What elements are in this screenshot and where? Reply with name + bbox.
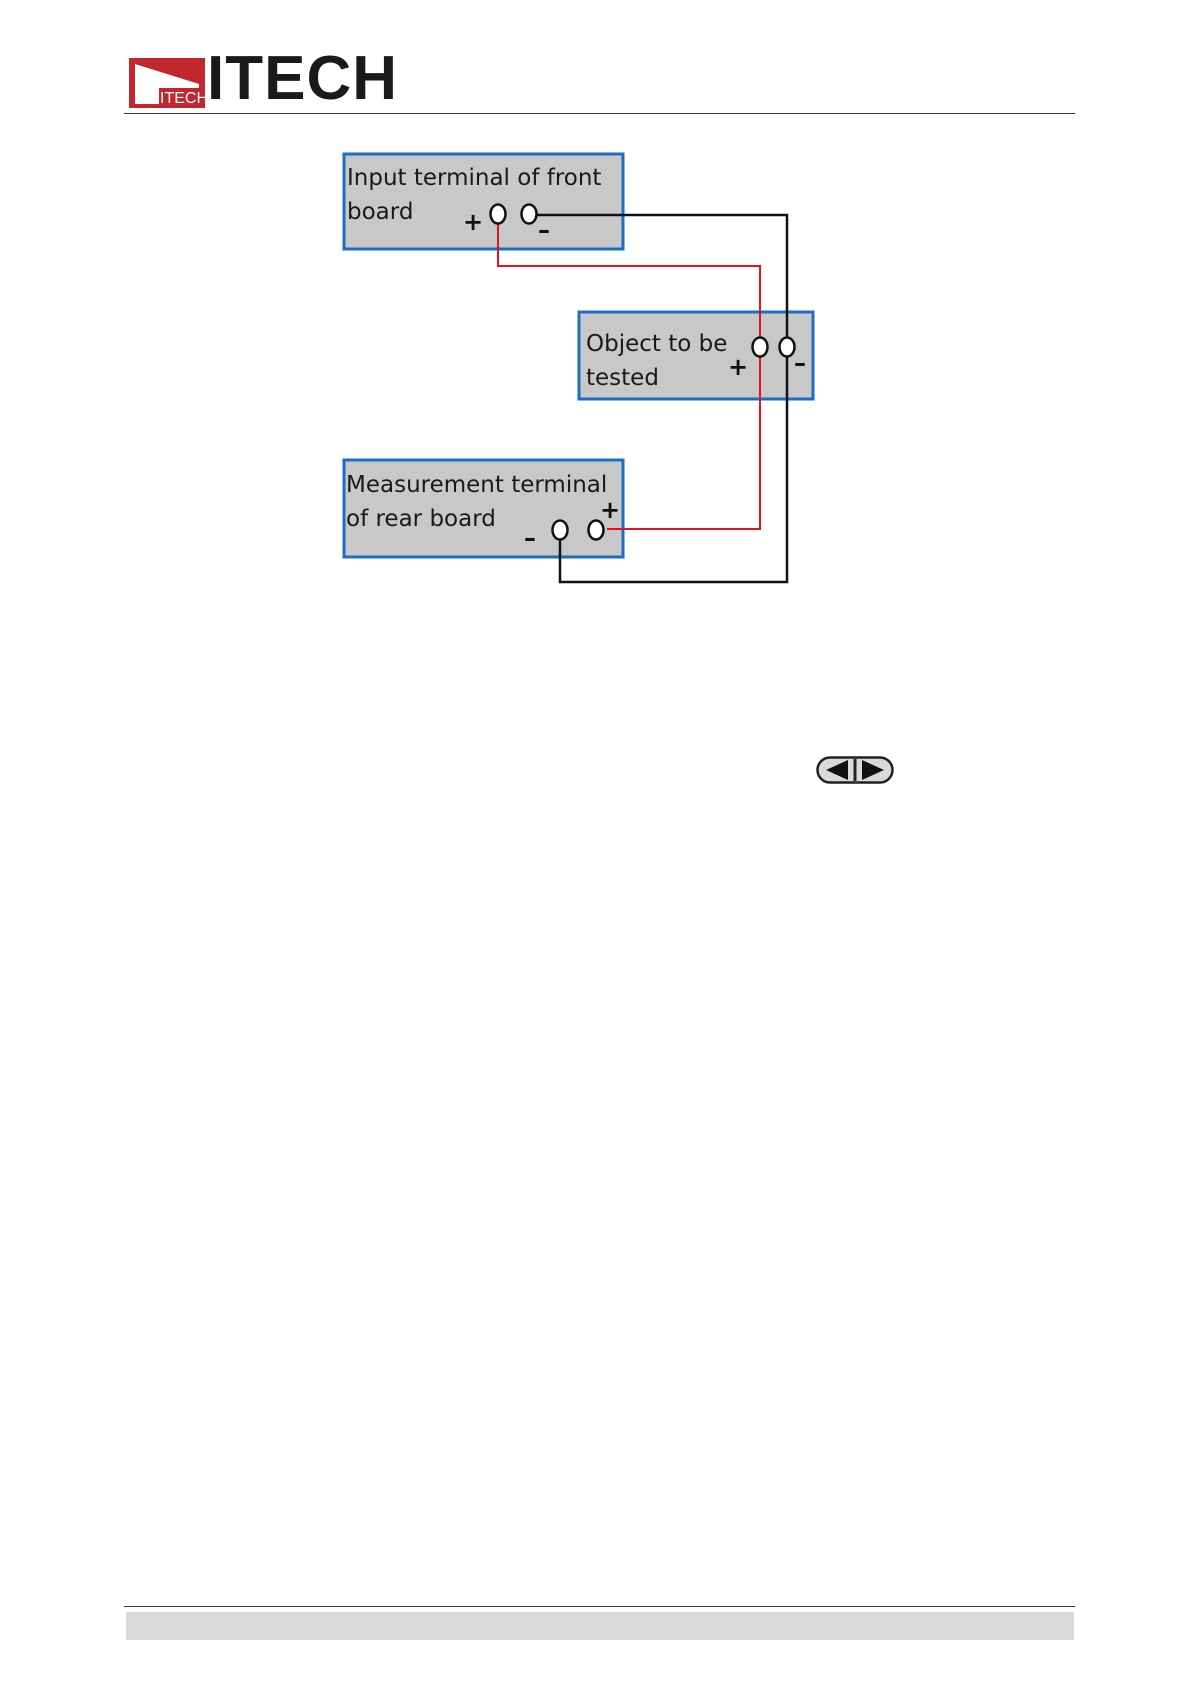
dut-plus-terminal	[753, 338, 768, 357]
front-board-label-line1: Input terminal of front	[347, 165, 601, 191]
dut-label-line1: Object to be	[586, 331, 727, 357]
rear-plus-sign: +	[600, 496, 620, 524]
rear-plus-terminal	[589, 521, 604, 540]
dut-minus-terminal	[780, 338, 795, 357]
dut-minus-sign: –	[794, 349, 806, 377]
front-plus-terminal	[491, 205, 506, 224]
rear-board-label-line2: of rear board	[346, 506, 496, 532]
front-plus-sign: +	[463, 208, 483, 236]
left-right-arrow-keys-icon	[816, 756, 894, 784]
front-board-label-line2: board	[347, 199, 413, 225]
rear-minus-sign: –	[524, 524, 536, 552]
wiring-diagram: Input terminal of front board Object to …	[0, 0, 1191, 640]
front-minus-sign: –	[538, 216, 550, 244]
footer-band	[126, 1612, 1074, 1640]
rear-board-label-line1: Measurement terminal	[346, 472, 607, 498]
front-minus-terminal	[522, 205, 537, 224]
dut-plus-sign: +	[728, 353, 748, 381]
footer-rule	[124, 1606, 1075, 1607]
rear-minus-terminal	[553, 521, 568, 540]
dut-label-line2: tested	[586, 365, 659, 391]
